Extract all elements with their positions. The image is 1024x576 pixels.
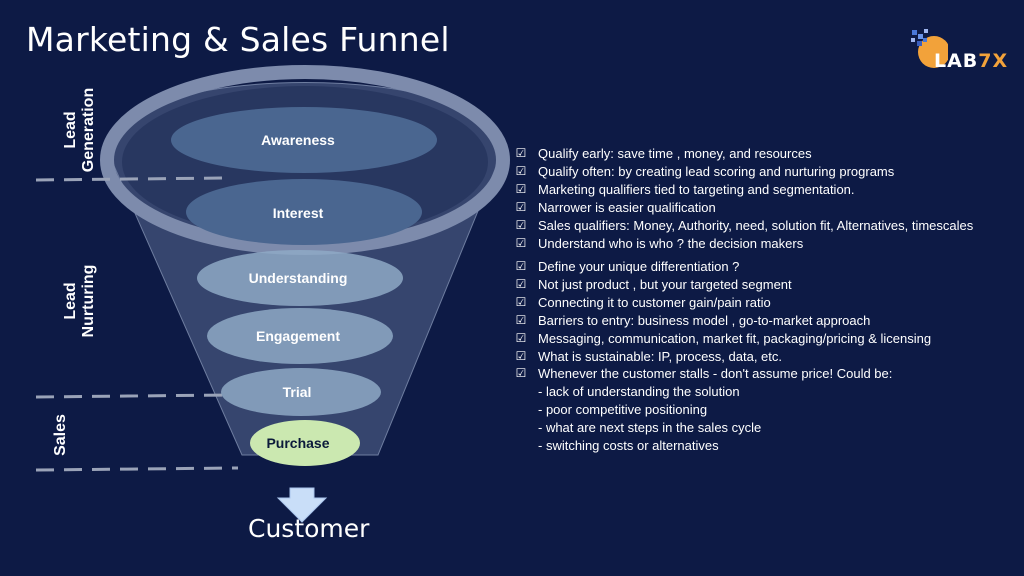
list-item: ☑Marketing qualifiers tied to targeting … [515,181,855,197]
checkbox-icon: ☑ [515,294,527,309]
funnel-step-trial: Trial [221,368,381,416]
list-item: ☑What is sustainable: IP, process, data,… [515,348,782,364]
list-item: ☑Sales qualifiers: Money, Authority, nee… [515,217,974,233]
stage-label-lead-generation: Lead Generation [62,87,97,173]
checkbox-icon: ☑ [515,163,527,178]
list-item: ☑Qualify early: save time , money, and r… [515,146,812,161]
list-item: ☑Define your unique differentiation ? [515,259,740,274]
checkbox-icon: ☑ [515,330,527,345]
svg-text:Awareness: Awareness [261,132,335,148]
svg-text:Engagement: Engagement [256,328,340,344]
svg-text:Trial: Trial [283,384,312,400]
checkbox-icon: ☑ [515,366,527,381]
svg-text:Purchase: Purchase [266,435,329,451]
list-item: ☑ Not just product , but your targeted s… [515,276,792,292]
checkbox-icon: ☑ [515,199,527,214]
checkbox-icon: ☑ [515,235,527,250]
down-arrow-icon [276,487,328,523]
logo-mark-icon [911,29,948,68]
list-item: ☑Messaging, communication, market fit, p… [515,330,932,346]
stage-label-sales: Sales [52,414,69,456]
list-item: ☑Barriers to entry: business model , go-… [515,312,871,328]
list-item: ☑Whenever the customer stalls - don't as… [515,366,893,382]
list-item: ☑Qualify often: by creating lead scoring… [515,163,895,179]
brand-logo: LAB7X [908,28,1020,80]
list-item: ☑Understand who is who ? the decision ma… [515,235,804,251]
checkbox-icon: ☑ [515,276,527,291]
funnel-rim-outer [100,65,510,255]
funnel-step-understanding: Understanding [197,250,403,306]
sub-list-item: - switching costs or alternatives [538,438,719,454]
page-title: Marketing & Sales Funnel [26,20,450,59]
checkbox-icon: ☑ [515,312,527,327]
funnel-step-purchase: Purchase [250,420,360,466]
checkbox-icon: ☑ [515,348,527,363]
svg-text:Understanding: Understanding [249,270,348,286]
funnel-step-awareness: Awareness [171,107,437,173]
checkbox-icon: ☑ [515,181,527,196]
customer-label: Customer [248,514,370,543]
checklist-differentiation: ☑Define your unique differentiation ? ☑ … [514,258,931,455]
checklist-qualification: ☑Qualify early: save time , money, and r… [514,145,974,252]
list-item: ☑Connecting it to customer gain/pain rat… [515,294,771,310]
funnel-step-engagement: Engagement [207,308,393,364]
stage-divider [35,176,226,182]
stage-divider [35,393,229,399]
funnel-step-interest: Interest [186,179,422,245]
checkbox-icon: ☑ [515,217,527,232]
logo-wordmark: LAB7X [934,50,1009,72]
list-item: ☑ Narrower is easier qualification [515,199,716,215]
checkbox-icon: ☑ [515,259,527,273]
sub-list-item: - what are next steps in the sales cycle [538,420,762,436]
sub-list-item: - lack of understanding the solution [538,384,740,400]
stage-divider [35,466,239,472]
sub-list-item: - poor competitive positioning [538,402,708,418]
stage-label-lead-nurturing: Lead Nurturing [62,264,97,338]
svg-text:Interest: Interest [273,205,324,221]
checkbox-icon: ☑ [515,146,527,160]
